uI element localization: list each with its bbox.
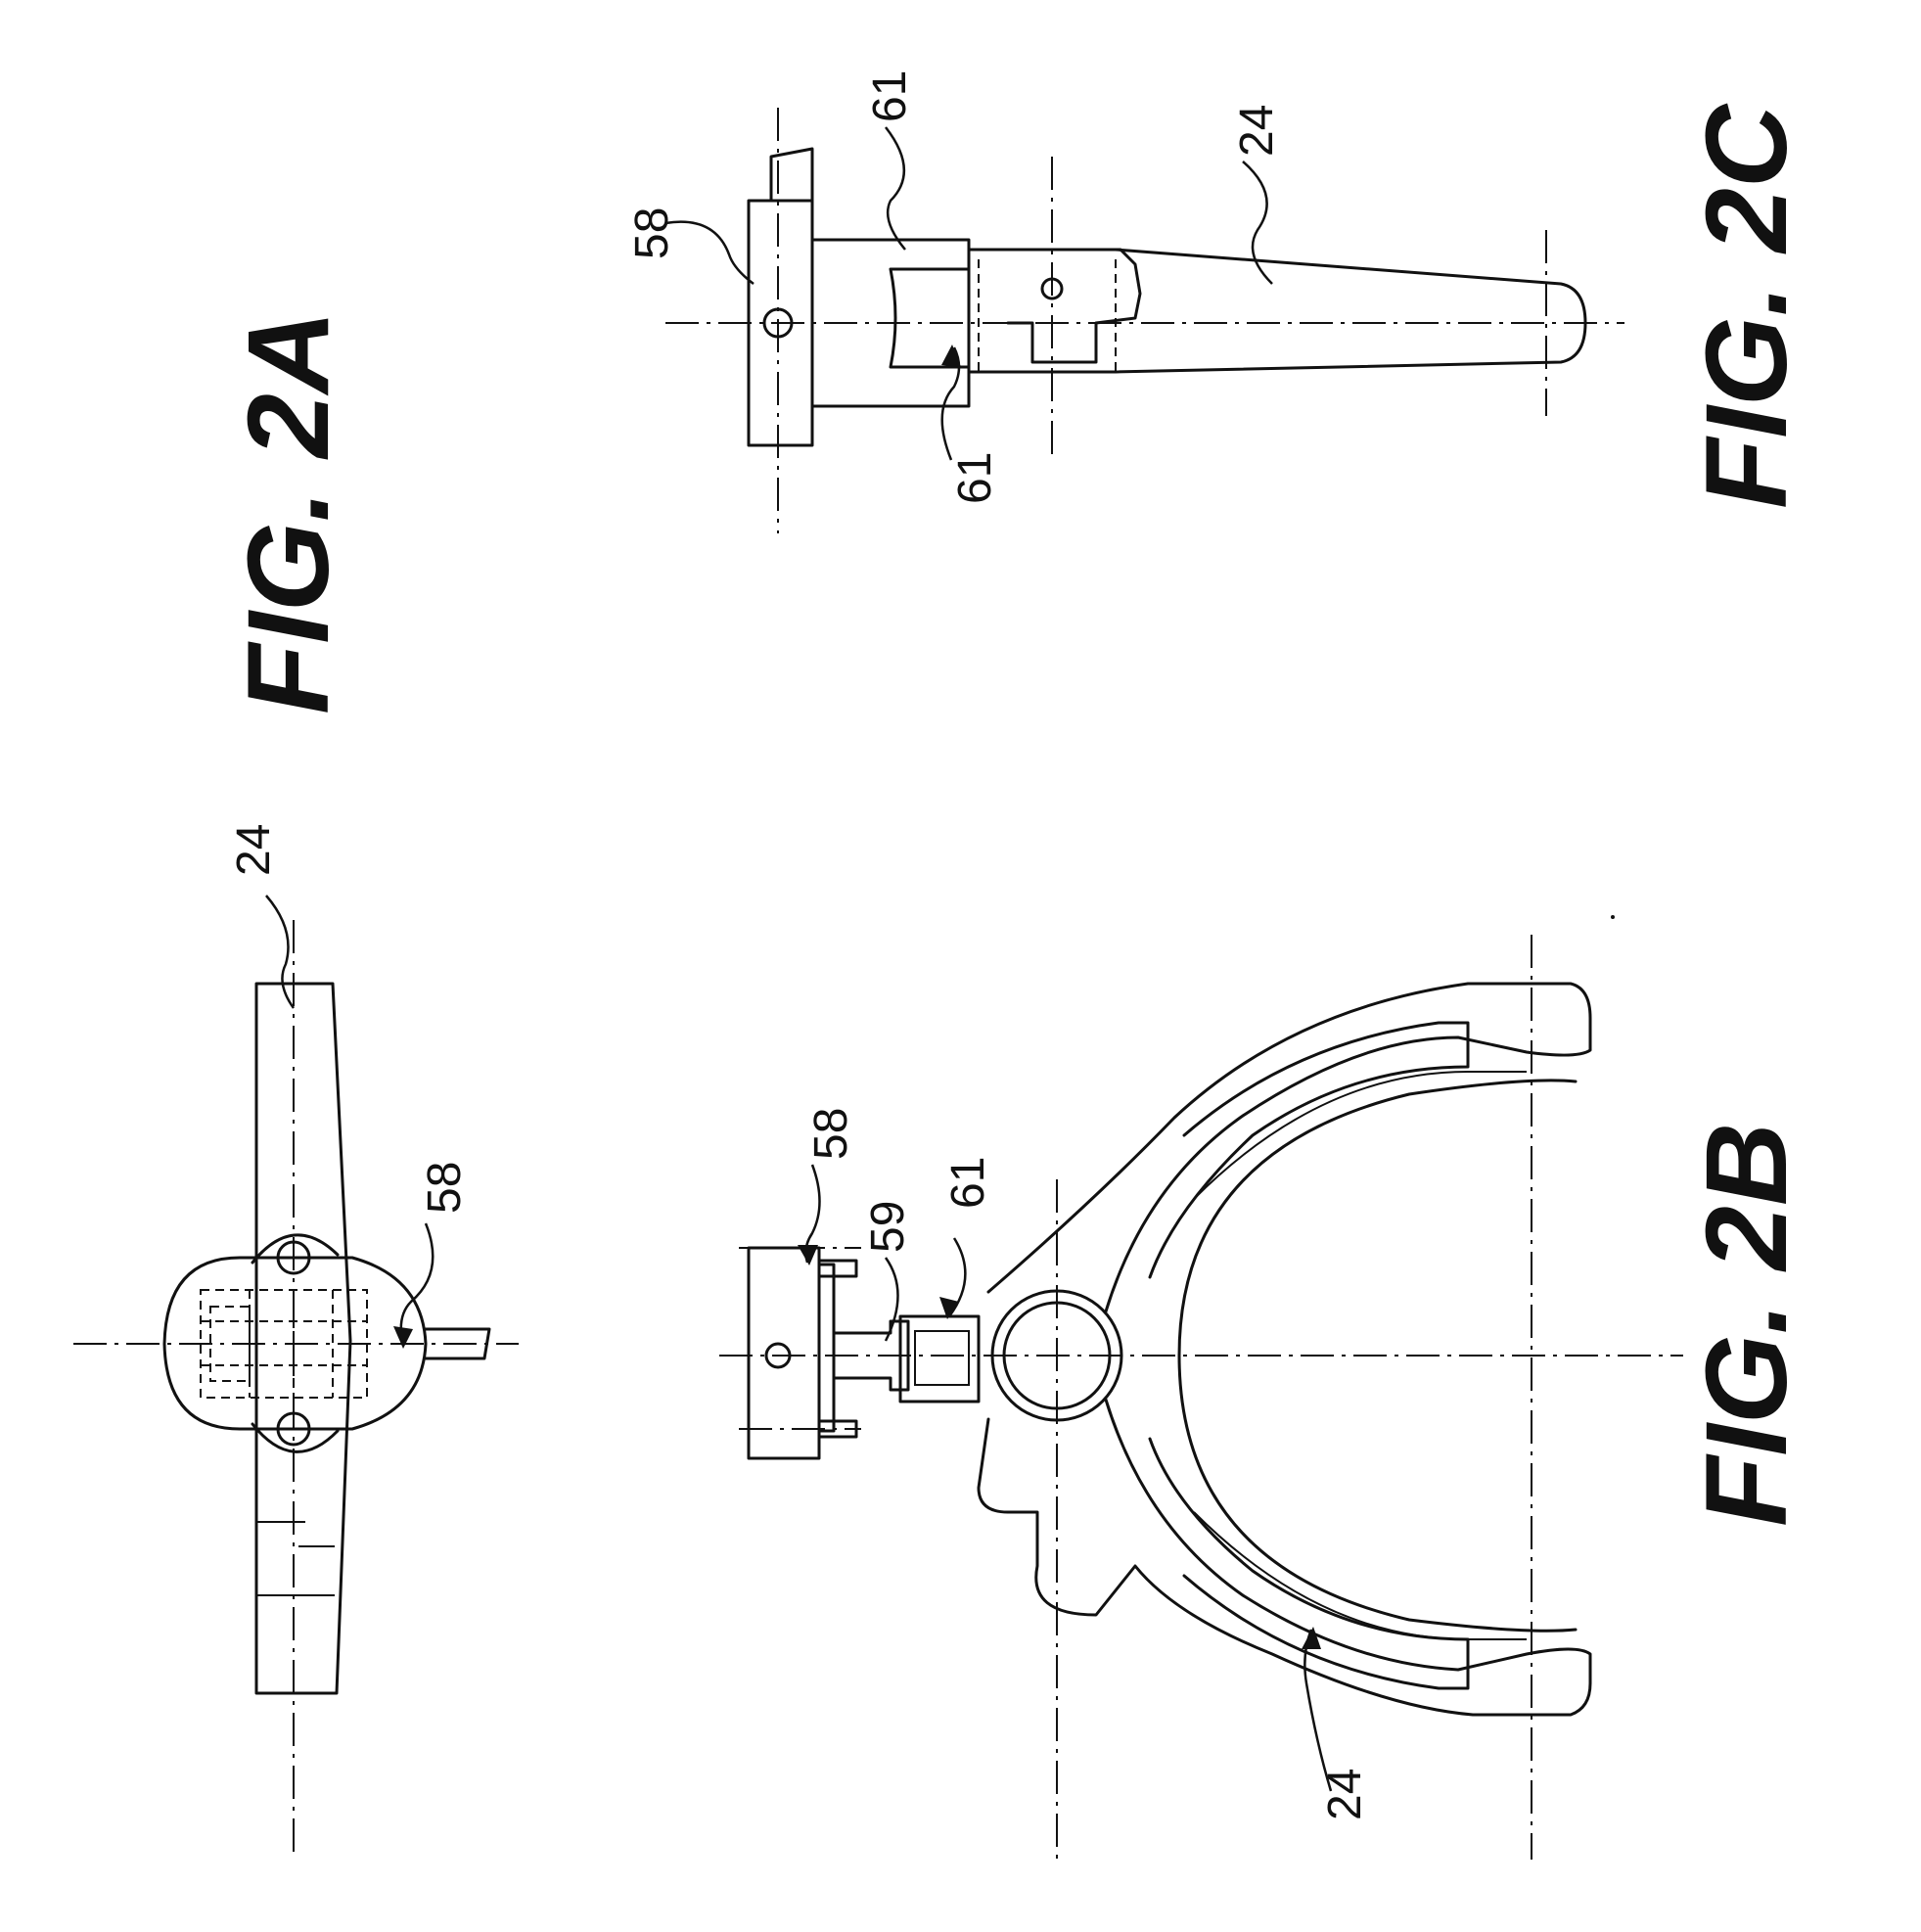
- fig-2a-title: FIG. 2A: [224, 310, 353, 714]
- fig-2c-title: FIG. 2C: [1682, 103, 1811, 509]
- fig-2b-label-59: 59: [862, 1201, 914, 1253]
- fig-2b-label-61: 61: [942, 1157, 994, 1209]
- fig-2b-drawing: [719, 935, 1683, 1864]
- fig-2b-title: FIG. 2B: [1682, 1123, 1811, 1527]
- fig-2c-drawing: [665, 108, 1624, 533]
- fig-2c-label-58: 58: [626, 207, 678, 259]
- fig-2a-drawing: [73, 920, 519, 1860]
- fig-2a-label-58: 58: [419, 1162, 471, 1214]
- fig-2a-label-24: 24: [228, 824, 280, 876]
- stray-mark: [1611, 915, 1615, 919]
- fig-2c-label-24: 24: [1231, 105, 1283, 157]
- fig-2c-label-61-top: 61: [864, 70, 916, 122]
- fig-2c-label-61-bottom: 61: [949, 452, 1001, 504]
- fig-2b-label-58: 58: [805, 1108, 857, 1160]
